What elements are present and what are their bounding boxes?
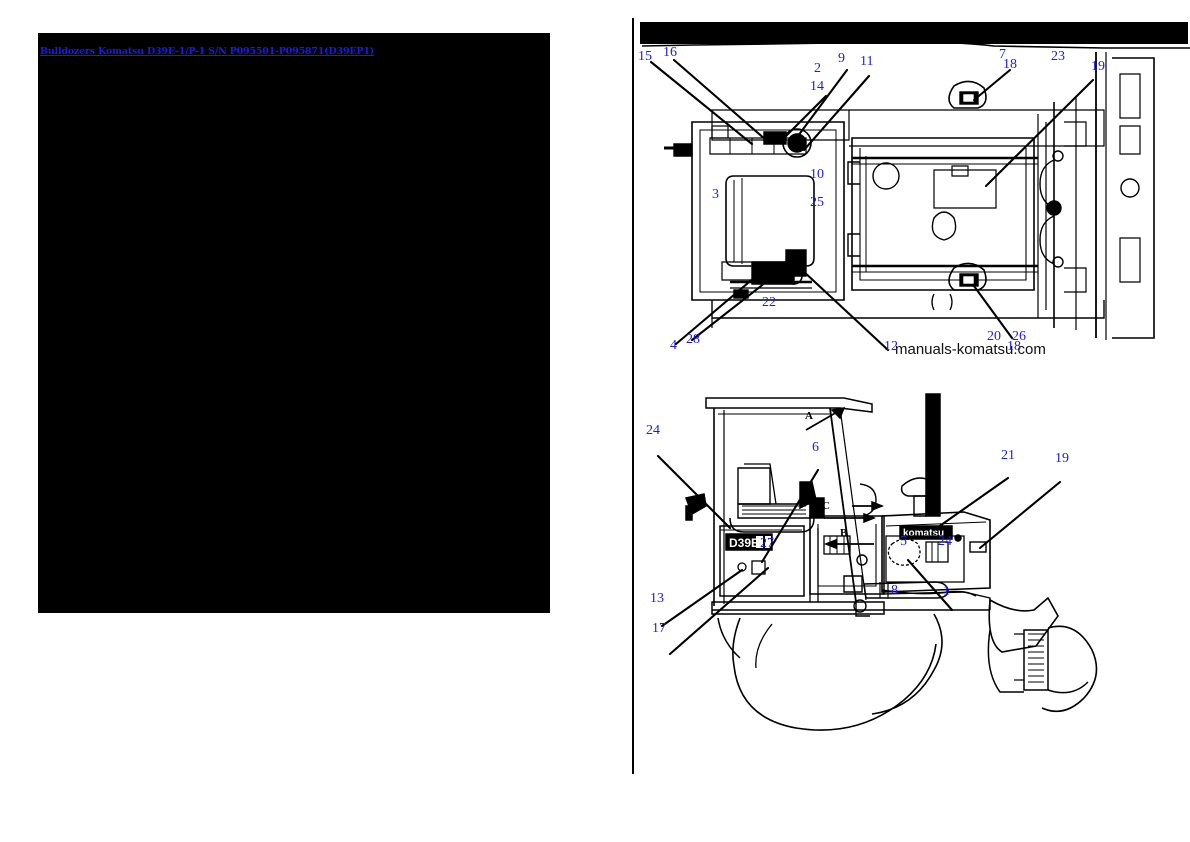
callout-top-view-plan-2: 2 <box>814 61 821 76</box>
callout-side-view-elevation-13: 13 <box>650 591 664 606</box>
callout-top-view-plan-16: 16 <box>663 45 677 60</box>
top-view-linework <box>641 39 1190 352</box>
callout-side-view-elevation-27: 27 <box>760 536 774 551</box>
callout-top-view-plan-4: 4 <box>670 338 677 353</box>
callout-side-view-elevation-24: 24 <box>646 423 660 438</box>
callout-top-view-plan-12: 12 <box>884 339 898 354</box>
section-mark-C: C <box>822 500 830 512</box>
side-view-figure: D39E <box>634 378 1190 778</box>
side-view-linework: D39E <box>656 393 1098 731</box>
callout-top-view-plan-23: 23 <box>1051 49 1065 64</box>
document-page-thumbnail <box>38 33 550 613</box>
callout-top-view-plan-28: 28 <box>686 332 700 347</box>
svg-text:D39E: D39E <box>729 536 759 550</box>
callout-top-view-plan-7: 7 <box>999 47 1006 62</box>
callout-top-view-plan-19: 19 <box>1091 59 1105 74</box>
callout-side-view-elevation-8: 8 <box>891 583 898 598</box>
svg-text:komatsu: komatsu <box>903 528 944 539</box>
section-mark-A: A <box>805 410 813 422</box>
top-view-figure <box>634 18 1190 378</box>
callout-top-view-plan-9: 9 <box>838 51 845 66</box>
document-title-link[interactable]: Bulldozers Komatsu D39E-1/P-1 S/N P09550… <box>40 46 375 57</box>
callout-top-view-plan-14: 14 <box>810 79 824 94</box>
callout-top-view-plan-18: 18 <box>1003 57 1017 72</box>
site-watermark: manuals-komatsu.com <box>895 341 1046 358</box>
callout-side-view-elevation-17: 17 <box>652 621 666 636</box>
page-header-bar <box>640 22 1188 44</box>
callout-top-view-plan-11: 11 <box>860 54 874 69</box>
callout-top-view-plan-3: 3 <box>712 187 719 202</box>
callout-side-view-elevation-24: 24 <box>938 534 952 549</box>
callout-top-view-plan-10: 10 <box>810 167 824 182</box>
callout-side-view-elevation-1: 1 <box>943 584 950 599</box>
callout-side-view-elevation-5: 5 <box>900 534 907 549</box>
callout-side-view-elevation-6: 6 <box>812 440 819 455</box>
callout-top-view-plan-22: 22 <box>762 295 776 310</box>
callout-top-view-plan-25: 25 <box>810 195 824 210</box>
callout-top-view-plan-20: 20 <box>987 329 1001 344</box>
callout-top-view-plan-15: 15 <box>638 49 652 64</box>
section-mark-B: B <box>840 527 848 539</box>
callout-side-view-elevation-21: 21 <box>1001 448 1015 463</box>
callout-side-view-elevation-19: 19 <box>1055 451 1069 466</box>
callout-top-view-plan-26: 26 <box>1012 329 1026 344</box>
parts-diagram-panel: D39E <box>632 18 1190 774</box>
callout-top-view-plan-18: 18 <box>1007 339 1021 354</box>
